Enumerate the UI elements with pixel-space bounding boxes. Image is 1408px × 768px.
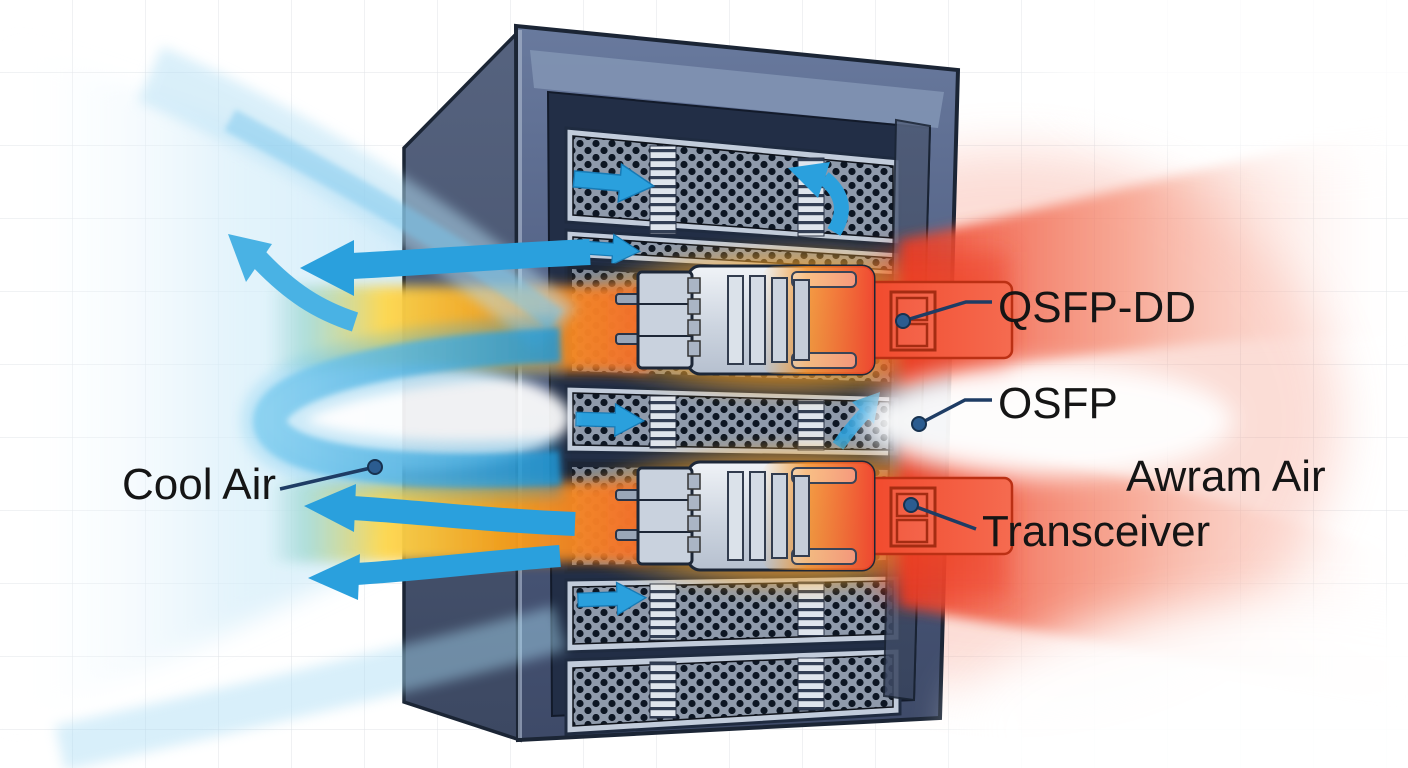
- white-fade-bottom-right: [960, 600, 1408, 768]
- label-qsfp-dd: QSFP-DD: [998, 283, 1196, 332]
- leader-dot: [367, 459, 383, 475]
- cool-air-curved-arrowhead-icon: [228, 234, 272, 282]
- recirculation-arrowhead-icon: [788, 162, 830, 198]
- cool-loop-stream: [253, 328, 561, 488]
- vent-tray-1: [564, 126, 902, 247]
- vent-tray-5: [564, 646, 902, 736]
- label-warm-air: Awram Air: [1126, 452, 1326, 501]
- warm-air-stream-top: [900, 118, 1408, 388]
- transceiver-module-bottom: [614, 460, 1014, 572]
- cool-air-arrowhead-icon: [304, 484, 356, 532]
- label-cool-air: Cool Air: [122, 460, 276, 509]
- louver-strip: [649, 145, 677, 235]
- cool-air-arrowhead-icon: [300, 240, 354, 296]
- cool-air-arrowhead-icon: [308, 554, 360, 600]
- leader-line-qsfp-dd: [902, 300, 992, 323]
- cool-air-exit-arrows: [228, 234, 591, 600]
- louver-strip: [649, 661, 677, 719]
- leader-dot: [911, 416, 927, 432]
- cool-air-curved-arrow-icon: [250, 251, 359, 332]
- leader-line-transceiver: [910, 503, 977, 531]
- leader-dots: [367, 313, 927, 513]
- label-osfp: OSFP: [998, 379, 1118, 428]
- leader-line-osfp: [918, 398, 992, 426]
- white-fade-top-right: [1040, 0, 1408, 160]
- leader-line-cool-air: [279, 465, 376, 491]
- white-gap-right: [863, 365, 1233, 477]
- cool-stream-top-core: [224, 109, 564, 330]
- cool-air-arrow-icon: [355, 545, 561, 585]
- louver-strip: [797, 657, 825, 711]
- recirculation-arrow-icon: [819, 172, 849, 236]
- transceiver-module-top: [614, 264, 1014, 376]
- cool-air-arrow-icon: [351, 496, 576, 536]
- label-transceiver: Transceiver: [982, 507, 1210, 556]
- cool-stream-bottom: [55, 605, 567, 768]
- leader-dot: [903, 497, 919, 513]
- rack-top-band: [530, 50, 944, 128]
- cool-air-arrow-icon: [351, 239, 591, 279]
- leader-lines: [279, 300, 992, 531]
- leader-dot: [895, 313, 911, 329]
- louver-strip: [649, 583, 677, 641]
- louver-strip: [649, 395, 677, 449]
